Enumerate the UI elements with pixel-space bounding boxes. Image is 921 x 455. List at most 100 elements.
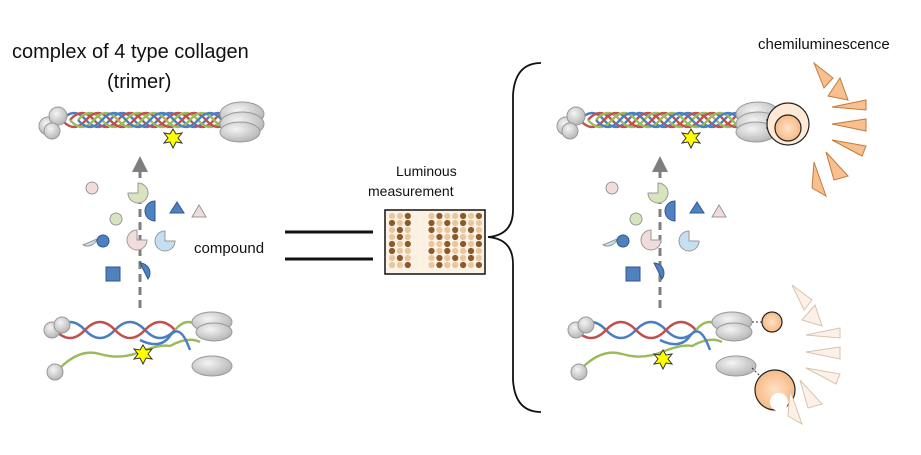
plate-well: [467, 240, 475, 248]
plate-well: [412, 240, 419, 248]
plate-well: [452, 254, 459, 262]
plate-well: [396, 226, 403, 234]
compound-shape: [127, 182, 149, 204]
plate-well: [412, 261, 419, 269]
compound-shape: [601, 238, 618, 247]
plate-well: [460, 240, 467, 248]
compound-shape: [154, 230, 176, 252]
plate-well: [420, 226, 427, 234]
compound-shape: [664, 200, 676, 222]
plate-well: [452, 233, 459, 241]
dissociated-collagen-left: [43, 311, 233, 381]
luminescent-donor: [761, 311, 783, 333]
compound-shape: [678, 230, 700, 252]
assembly-arrow-right: [652, 156, 668, 308]
plate-well: [452, 261, 459, 269]
title-line-1: complex of 4 type collagen: [12, 41, 249, 63]
plate-well: [404, 226, 411, 234]
plate-well: [467, 233, 475, 241]
plate-well: [467, 247, 475, 255]
plate-well: [388, 240, 396, 248]
plate-well: [467, 226, 475, 234]
plate-well: [444, 247, 451, 255]
plate-well: [436, 212, 443, 220]
nc1-domain: [219, 121, 261, 143]
plate-well: [444, 212, 451, 220]
plate-well: [388, 247, 396, 255]
compound-cloud-left: [81, 181, 207, 282]
plate-well: [436, 226, 443, 234]
plate-well: [436, 240, 443, 248]
compound-shape: [109, 212, 123, 226]
plate-well: [436, 261, 443, 269]
plate-well: [475, 233, 482, 241]
n-terminal-domain: [48, 106, 68, 126]
nc1-domain: [715, 322, 753, 342]
plate-well: [467, 212, 475, 220]
star-marker: [652, 349, 674, 371]
plate-well: [475, 219, 482, 227]
plate-well: [396, 247, 403, 255]
plate-well: [412, 226, 419, 234]
plate-well: [396, 212, 403, 220]
plate-well: [404, 254, 411, 262]
plate-well: [388, 219, 396, 227]
plate-well: [388, 226, 396, 234]
plate-well: [475, 212, 482, 220]
plate-well: [444, 226, 451, 234]
compound-shape: [126, 229, 148, 251]
plate-well: [475, 226, 482, 234]
assembly-arrow-left: [132, 156, 148, 308]
plate-well: [420, 247, 427, 255]
nc1-domain: [195, 322, 233, 342]
plate-well: [420, 212, 427, 220]
star-marker: [680, 128, 702, 150]
compound-shape: [191, 204, 207, 218]
n-terminal-domain: [566, 106, 586, 126]
intact-collagen-trimer-right: [556, 101, 810, 150]
plate-well: [452, 226, 459, 234]
plate-well: [428, 219, 435, 227]
compound-shape: [85, 181, 99, 195]
plate-well: [420, 254, 427, 262]
chemiluminescence-label: chemiluminescence: [758, 36, 890, 53]
plate-well: [396, 254, 403, 262]
luminous-measurement-label-1: Luminous: [396, 163, 457, 179]
n-terminal-domain: [46, 363, 64, 381]
compound-shape: [640, 229, 662, 251]
plate-well: [388, 254, 396, 262]
plate-well: [412, 233, 419, 241]
plate-well: [388, 233, 396, 241]
star-marker: [132, 344, 154, 366]
plate-well: [388, 261, 396, 269]
plate-well: [460, 219, 467, 227]
plate-well: [475, 261, 482, 269]
compound-shape: [144, 200, 156, 222]
compound-shape: [616, 234, 630, 248]
plate-well: [444, 254, 451, 262]
light-rays-faded: [787, 284, 841, 426]
plate-well: [460, 212, 467, 220]
plate-well: [412, 254, 419, 262]
plate-well: [388, 212, 396, 220]
plate-well: [444, 233, 451, 241]
plate-well: [428, 254, 435, 262]
plate-well: [396, 219, 403, 227]
compound-shape: [605, 181, 619, 195]
plate-well: [452, 212, 459, 220]
plate-well: [452, 247, 459, 255]
plate-well: [420, 240, 427, 248]
star-marker: [162, 128, 184, 150]
luminous-measurement-label-2: measurement: [368, 183, 454, 199]
plate-well: [460, 254, 467, 262]
plate-well: [412, 247, 419, 255]
plate-well: [452, 240, 459, 248]
plate-well: [428, 226, 435, 234]
plate-well: [396, 233, 403, 241]
plate-well: [436, 219, 443, 227]
compound-shape: [647, 182, 669, 204]
plate-well: [460, 247, 467, 255]
compound-shape: [105, 266, 121, 282]
curly-brace: [487, 62, 542, 413]
plate-well: [412, 219, 419, 227]
